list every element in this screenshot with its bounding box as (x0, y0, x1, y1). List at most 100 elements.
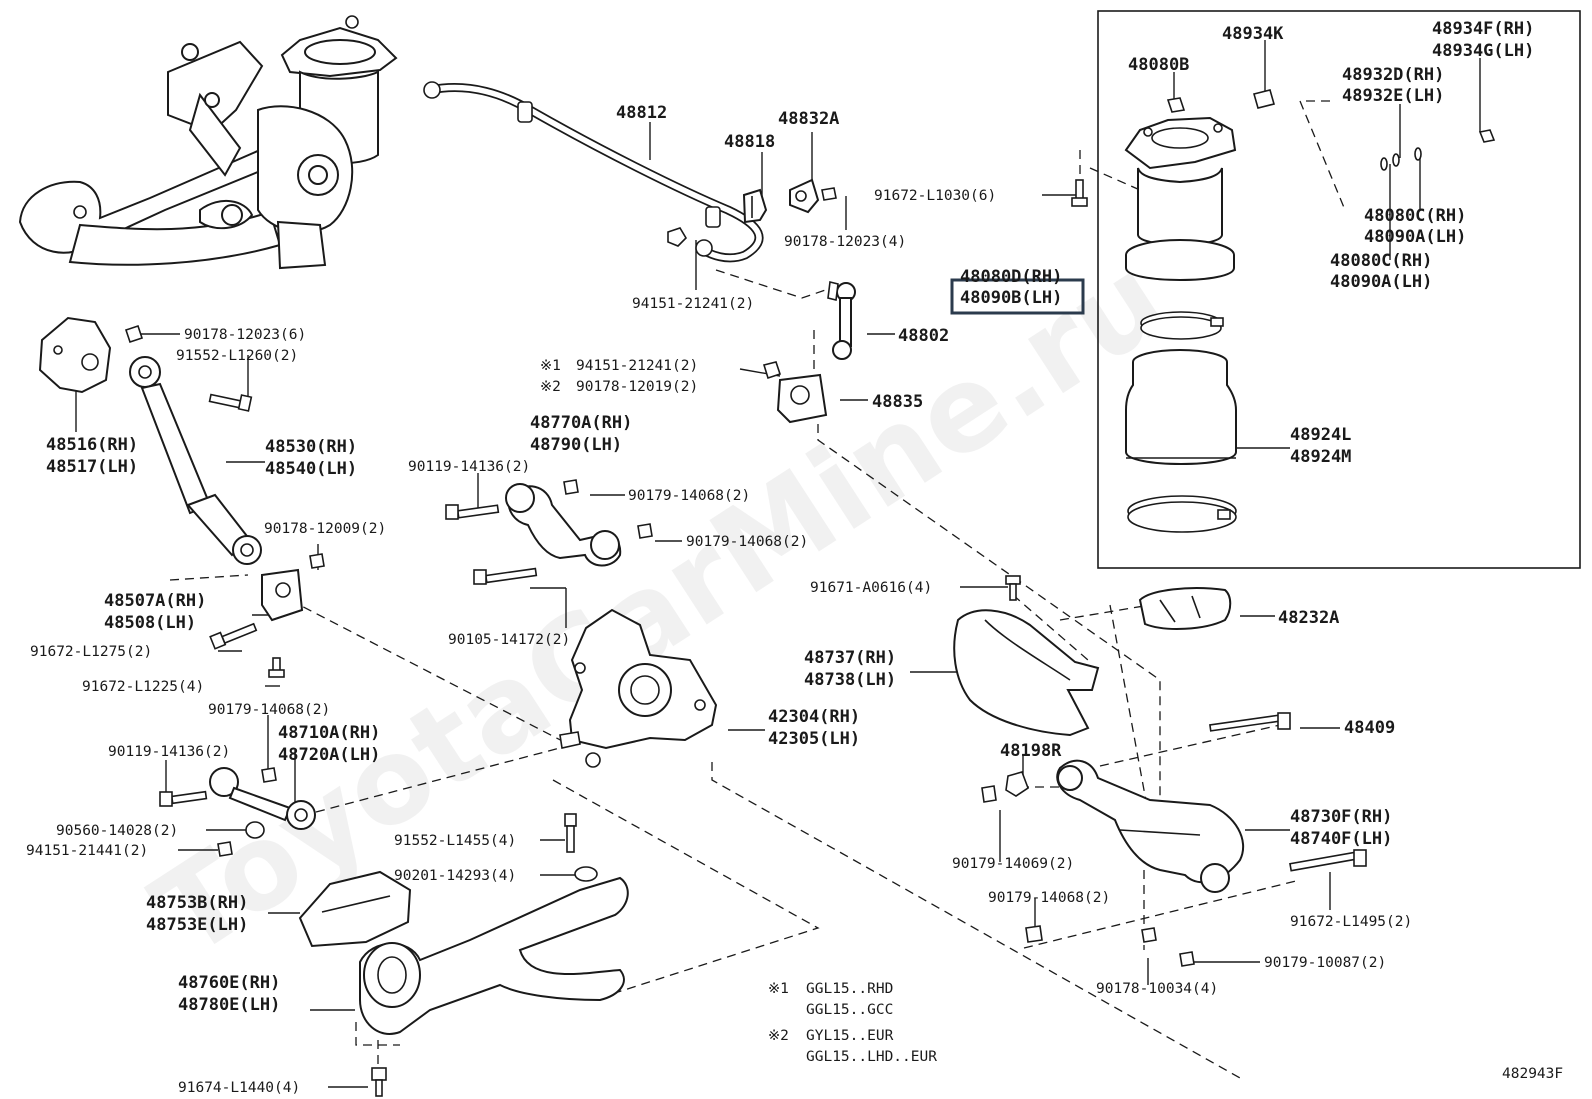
label-90119-14136-b[interactable]: 90119-14136(2) (108, 744, 230, 760)
applicability-notes: ※1 GGL15..RHD GGL15..GCC ※2 GYL15..EUR G… (768, 981, 937, 1065)
label-48802[interactable]: 48802 (898, 326, 949, 346)
label-91672-L1030[interactable]: 91672-L1030(6) (874, 188, 996, 204)
label-48409[interactable]: 48409 (1344, 718, 1395, 738)
label-48090A-a[interactable]: 48090A(LH) (1364, 227, 1466, 247)
label-48924L[interactable]: 48924L (1290, 425, 1351, 445)
part-labels: 48934K 48080B 48934F(RH) 48934G(LH) 4893… (26, 19, 1534, 1096)
label-91674-L1440[interactable]: 91674-L1440(4) (178, 1080, 300, 1096)
note1-mark-94151: ※1 (540, 358, 561, 374)
label-48530[interactable]: 48530(RH) (265, 437, 357, 457)
label-48780E[interactable]: 48780E(LH) (178, 995, 280, 1015)
label-90178-12009[interactable]: 90178-12009(2) (264, 521, 386, 537)
note2-mark-90178: ※2 (540, 379, 561, 395)
label-48790[interactable]: 48790(LH) (530, 435, 622, 455)
label-48090B[interactable]: 48090B(LH) (960, 288, 1062, 308)
shock-lower-bracket-illustration (261, 568, 304, 622)
label-90119-14136-a[interactable]: 90119-14136(2) (408, 459, 530, 475)
label-90178-12023-6[interactable]: 90178-12023(6) (184, 327, 306, 343)
label-48770A[interactable]: 48770A(RH) (530, 413, 632, 433)
bolt-90119-14136-illustration (445, 504, 500, 520)
label-48753B[interactable]: 48753B(RH) (146, 893, 248, 913)
label-48080C-a[interactable]: 48080C(RH) (1364, 206, 1466, 226)
label-48198R[interactable]: 48198R (1000, 741, 1062, 761)
label-90179-14068-c[interactable]: 90179-14068(2) (208, 702, 330, 718)
label-48812[interactable]: 48812 (616, 103, 667, 123)
label-48737[interactable]: 48737(RH) (804, 648, 896, 668)
label-48507A[interactable]: 48507A(RH) (104, 591, 206, 611)
label-42305[interactable]: 42305(LH) (768, 729, 860, 749)
bolt-91671-A0616-illustration (1005, 575, 1021, 601)
highlight-box-48090B (950, 278, 1085, 315)
label-48710A[interactable]: 48710A(RH) (278, 723, 380, 743)
trailing-arm-illustration (359, 876, 629, 1035)
nut-90179-14068-b-illustration (637, 523, 653, 539)
label-48832A[interactable]: 48832A (778, 109, 839, 129)
stabilizer-link-illustration (827, 281, 856, 360)
label-48818[interactable]: 48818 (724, 132, 775, 152)
stabilizer-bracket-illustration (789, 178, 837, 214)
label-48932D[interactable]: 48932D(RH) (1342, 65, 1444, 85)
cam-plate-illustration (1005, 771, 1029, 797)
label-90179-14068-b[interactable]: 90179-14068(2) (686, 534, 808, 550)
label-48080D[interactable]: 48080D(RH) (960, 267, 1062, 287)
label-48924M[interactable]: 48924M (1290, 447, 1351, 467)
note2-mark: ※2 (768, 1028, 789, 1044)
shock-upper-bracket-illustration (38, 316, 112, 394)
air-spring-assembly-illustration (1124, 116, 1237, 533)
spring-seat-illustration (1138, 587, 1232, 630)
note1-line1: GGL15..RHD (806, 981, 893, 997)
label-48934G[interactable]: 48934G(LH) (1432, 41, 1534, 61)
note2-line1: GYL15..EUR (806, 1028, 894, 1044)
label-48934F[interactable]: 48934F(RH) (1432, 19, 1534, 39)
label-91552-L1455[interactable]: 91552-L1455(4) (394, 833, 516, 849)
label-90560-14028[interactable]: 90560-14028(2) (56, 823, 178, 839)
label-48090A-b[interactable]: 48090A(LH) (1330, 272, 1432, 292)
lower-control-arm-illustration (1056, 759, 1245, 893)
label-48753E[interactable]: 48753E(LH) (146, 915, 248, 935)
label-91672-L1275[interactable]: 91672-L1275(2) (30, 644, 152, 660)
washer-90560-illustration (245, 821, 265, 839)
label-90179-14068-d[interactable]: 90179-14068(2) (988, 890, 1110, 906)
label-48835[interactable]: 48835 (872, 392, 923, 412)
label-48540[interactable]: 48540(LH) (265, 459, 357, 479)
label-48730F[interactable]: 48730F(RH) (1290, 807, 1392, 827)
nut-90178-12023-illustration (124, 324, 144, 344)
label-42304[interactable]: 42304(RH) (768, 707, 860, 727)
label-91672-L1225[interactable]: 91672-L1225(4) (82, 679, 204, 695)
splash-shield-illustration (953, 609, 1100, 737)
label-91671-A0616[interactable]: 91671-A0616(4) (810, 580, 932, 596)
label-91552-L1260[interactable]: 91552-L1260(2) (176, 348, 298, 364)
air-spring-detail-box (1097, 10, 1581, 569)
label-48934K[interactable]: 48934K (1222, 24, 1284, 44)
label-48517[interactable]: 48517(LH) (46, 457, 138, 477)
label-48232A[interactable]: 48232A (1278, 608, 1339, 628)
label-94151-21241-2[interactable]: 94151-21241(2) (632, 296, 754, 312)
label-48720A[interactable]: 48720A(LH) (278, 745, 380, 765)
rear-knuckle-illustration (559, 608, 718, 768)
toe-control-rod-illustration (209, 767, 316, 830)
label-90178-12019-note2[interactable]: 90178-12019(2) (576, 379, 698, 395)
label-90105-14172[interactable]: 90105-14172(2) (448, 632, 570, 648)
label-48516[interactable]: 48516(RH) (46, 435, 138, 455)
label-48740F[interactable]: 48740F(LH) (1290, 829, 1392, 849)
upper-control-arm-illustration (505, 483, 622, 567)
label-48080B[interactable]: 48080B (1128, 55, 1189, 75)
label-90178-10034[interactable]: 90178-10034(4) (1096, 981, 1218, 997)
mount-nuts-illustration (1166, 89, 1496, 171)
link-nut-illustration (762, 361, 782, 380)
label-90179-10087[interactable]: 90179-10087(2) (1264, 955, 1386, 971)
label-48508[interactable]: 48508(LH) (104, 613, 196, 633)
label-48932E[interactable]: 48932E(LH) (1342, 86, 1444, 106)
link-bracket-illustration (776, 373, 828, 424)
label-90179-14069[interactable]: 90179-14069(2) (952, 856, 1074, 872)
label-48738[interactable]: 48738(LH) (804, 670, 896, 690)
label-90201-14293[interactable]: 90201-14293(4) (394, 868, 516, 884)
label-91672-L1495[interactable]: 91672-L1495(2) (1290, 914, 1412, 930)
label-90179-14068-a[interactable]: 90179-14068(2) (628, 488, 750, 504)
label-48080C-b[interactable]: 48080C(RH) (1330, 251, 1432, 271)
label-48760E[interactable]: 48760E(RH) (178, 973, 280, 993)
shock-absorber-illustration (129, 356, 262, 565)
label-90178-12023-4[interactable]: 90178-12023(4) (784, 234, 906, 250)
label-94151-21241-note1[interactable]: 94151-21241(2) (576, 358, 698, 374)
label-94151-21441[interactable]: 94151-21441(2) (26, 843, 148, 859)
